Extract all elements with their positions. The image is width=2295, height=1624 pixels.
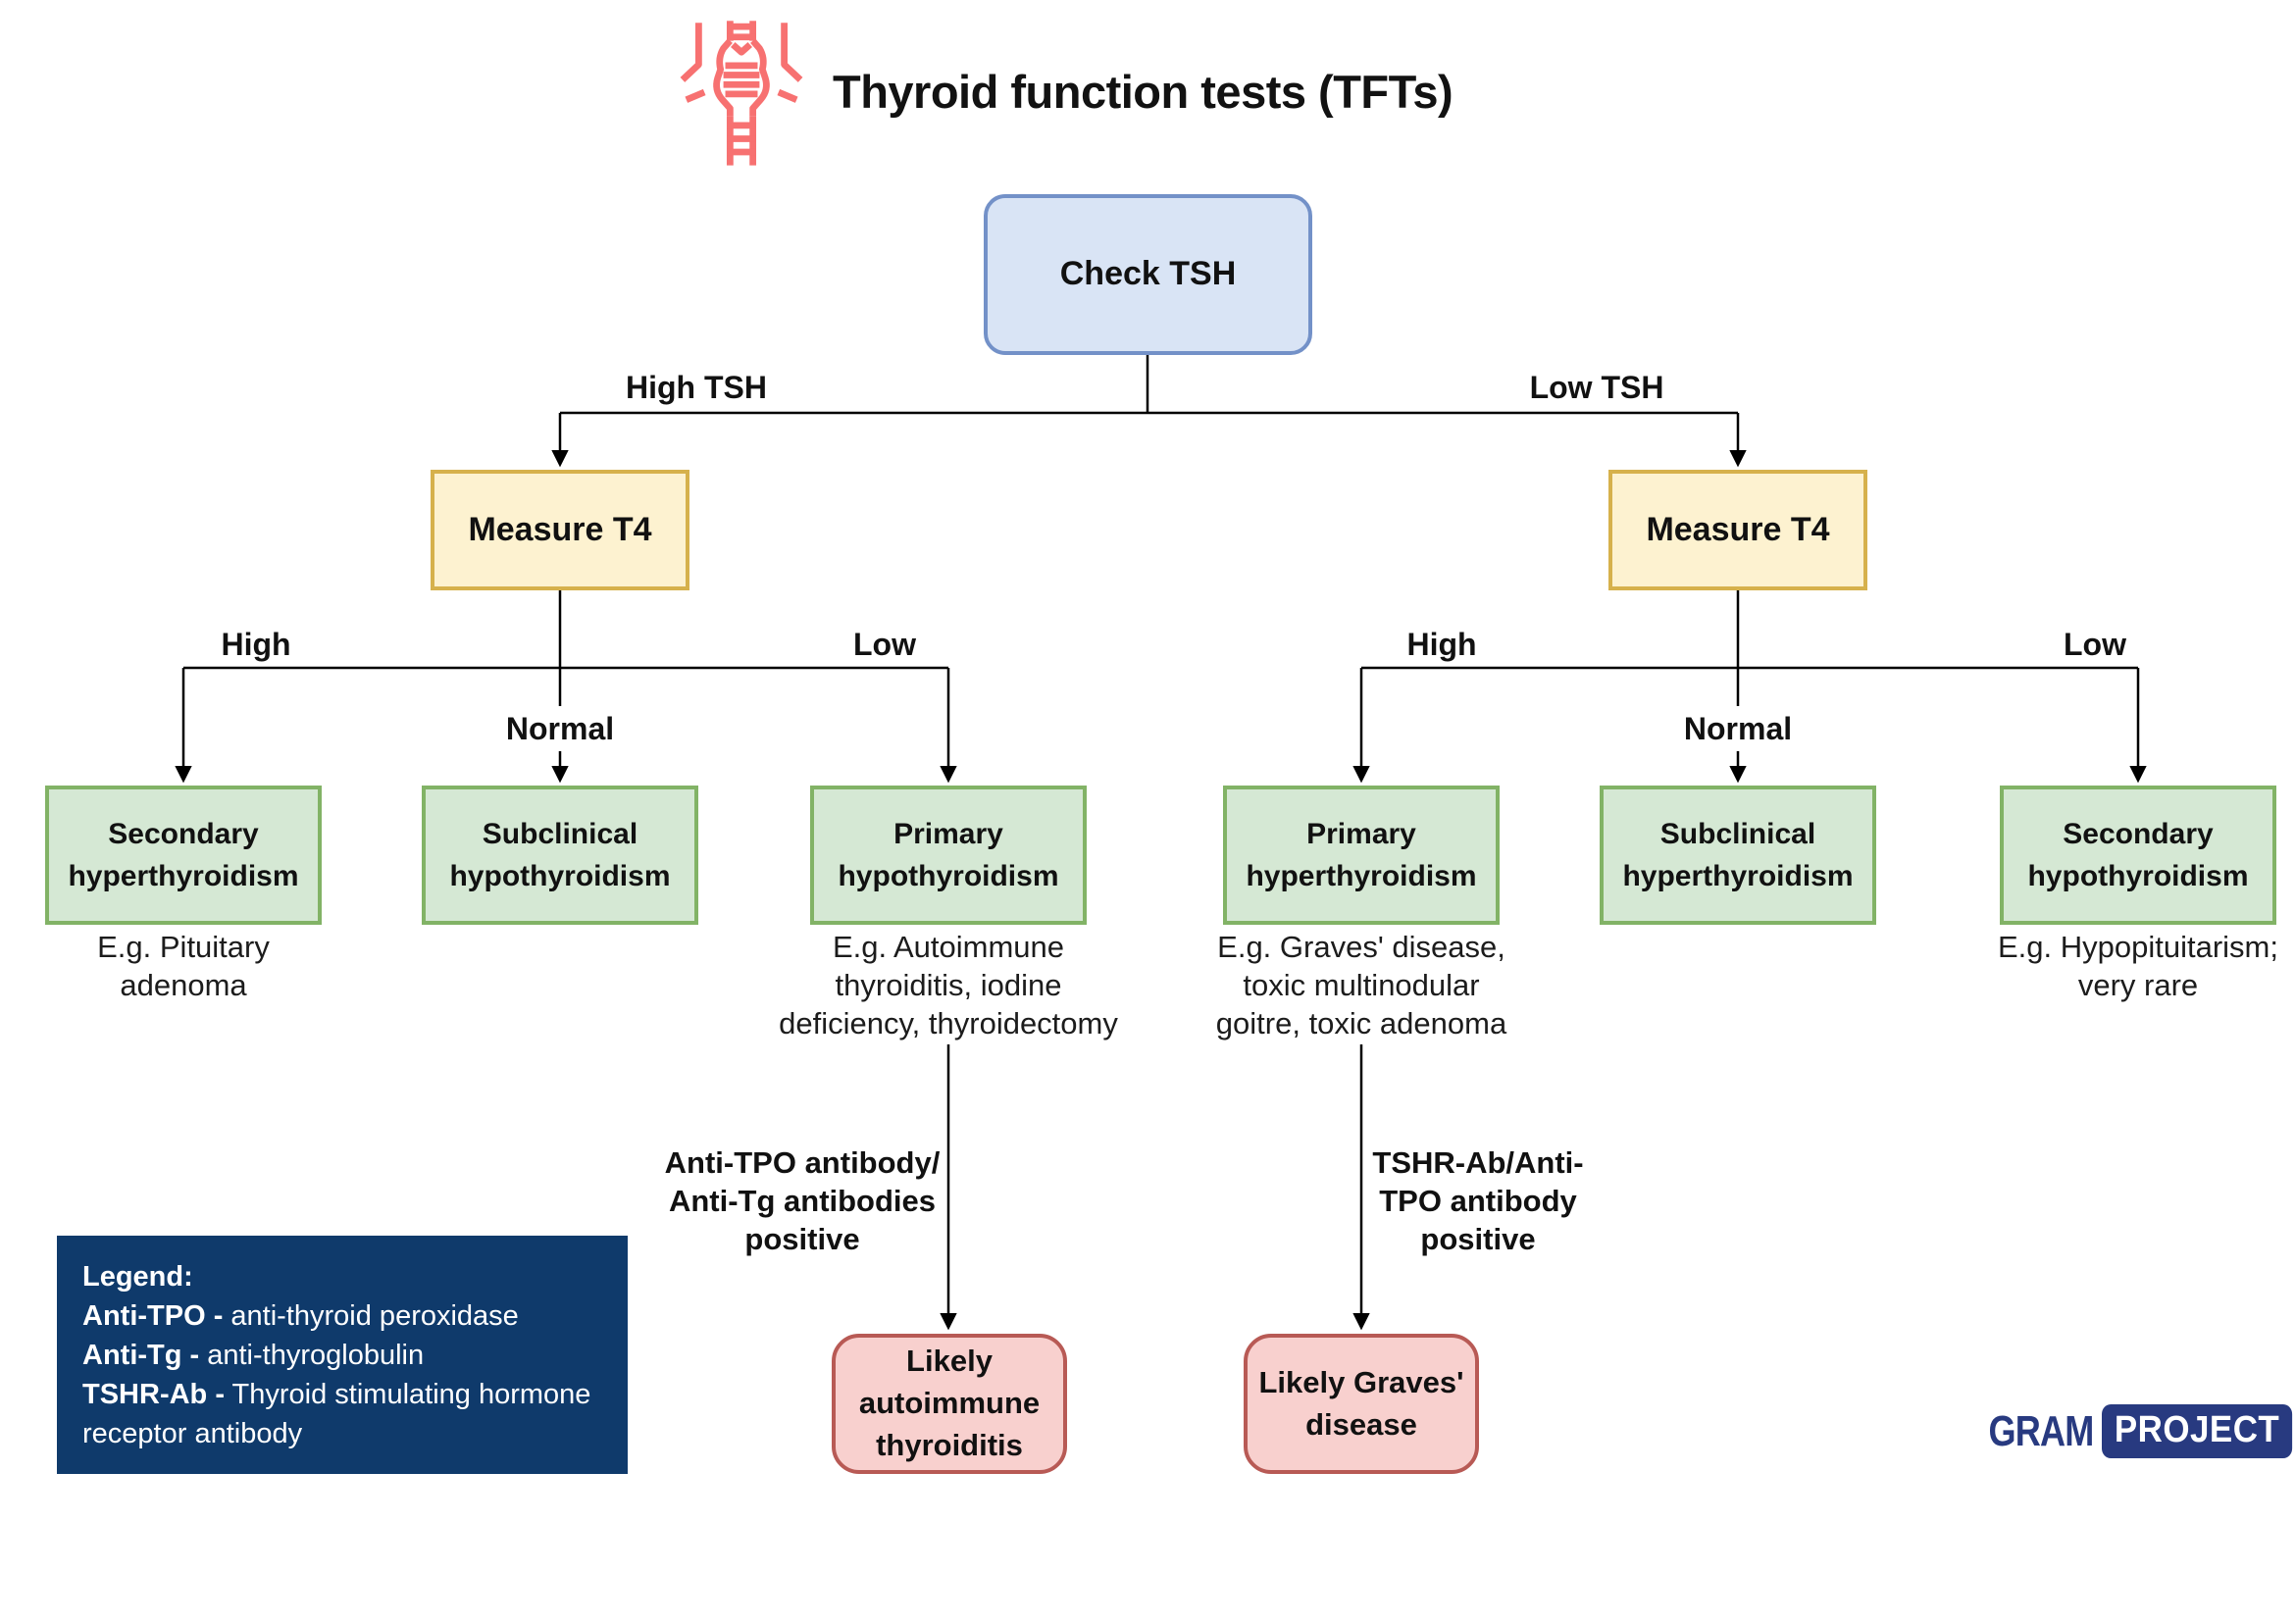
logo-project-text: PROJECT: [2102, 1404, 2293, 1458]
note-pituitary-adenoma: E.g. Pituitary adenoma: [97, 930, 270, 1002]
node-subclinical-hyperthyroidism: Subclinical hyperthyroidism: [1600, 786, 1876, 925]
node-subclinical-hypothyroidism: Subclinical hypothyroidism: [422, 786, 698, 925]
edge-label-left-low: Low: [853, 627, 916, 662]
logo-gram-text: GRAM: [1988, 1406, 2094, 1455]
edge-label-high-tsh: High TSH: [626, 370, 767, 405]
legend-box: Legend: Anti-TPO - anti-thyroid peroxida…: [57, 1236, 628, 1474]
legend-heading: Legend:: [82, 1261, 193, 1293]
edge-label-left-normal: Normal: [495, 706, 625, 752]
note-hypopituitarism: E.g. Hypopituitarism; very rare: [1998, 930, 2278, 1002]
legend-entry-tshr-ab: TSHR-Ab - Thyroid stimulating hormone re…: [82, 1379, 591, 1449]
edge-label-right-high: High: [1406, 627, 1477, 662]
edge-label-tshr-ab-positive: TSHR-Ab/Anti- TPO antibody positive: [1372, 1145, 1584, 1256]
legend-entry-anti-tg: Anti-Tg - anti-thyroglobulin: [82, 1340, 425, 1371]
edge-label-low-tsh: Low TSH: [1529, 370, 1664, 405]
node-primary-hyperthyroidism: Primary hyperthyroidism: [1223, 786, 1500, 925]
note-autoimmune-thyroiditis: E.g. Autoimmune thyroiditis, iodine defi…: [779, 930, 1118, 1040]
edge-label-right-low: Low: [2064, 627, 2126, 662]
node-secondary-hyperthyroidism: Secondary hyperthyroidism: [45, 786, 322, 925]
gram-project-logo: GRAM PROJECT: [1965, 1404, 2295, 1458]
edge-label-anti-tpo-positive: Anti-TPO antibody/ Anti-Tg antibodies po…: [664, 1145, 941, 1256]
header: Thyroid function tests (TFTs): [680, 14, 1454, 169]
edge-label-right-normal: Normal: [1673, 706, 1803, 752]
thyroid-icon: [680, 21, 803, 166]
node-likely-graves-disease: Likely Graves' disease: [1244, 1334, 1479, 1474]
note-graves-disease: E.g. Graves' disease, toxic multinodular…: [1215, 930, 1507, 1040]
node-measure-t4-right: Measure T4: [1608, 470, 1867, 590]
page-title: Thyroid function tests (TFTs): [833, 65, 1454, 118]
node-measure-t4-left: Measure T4: [431, 470, 689, 590]
node-likely-autoimmune-thyroiditis: Likely autoimmune thyroiditis: [832, 1334, 1067, 1474]
node-primary-hypothyroidism: Primary hypothyroidism: [810, 786, 1087, 925]
node-secondary-hypothyroidism: Secondary hypothyroidism: [2000, 786, 2276, 925]
legend-entry-anti-tpo: Anti-TPO - anti-thyroid peroxidase: [82, 1300, 519, 1332]
edge-label-left-high: High: [221, 627, 291, 662]
node-check-tsh: Check TSH: [984, 194, 1312, 355]
